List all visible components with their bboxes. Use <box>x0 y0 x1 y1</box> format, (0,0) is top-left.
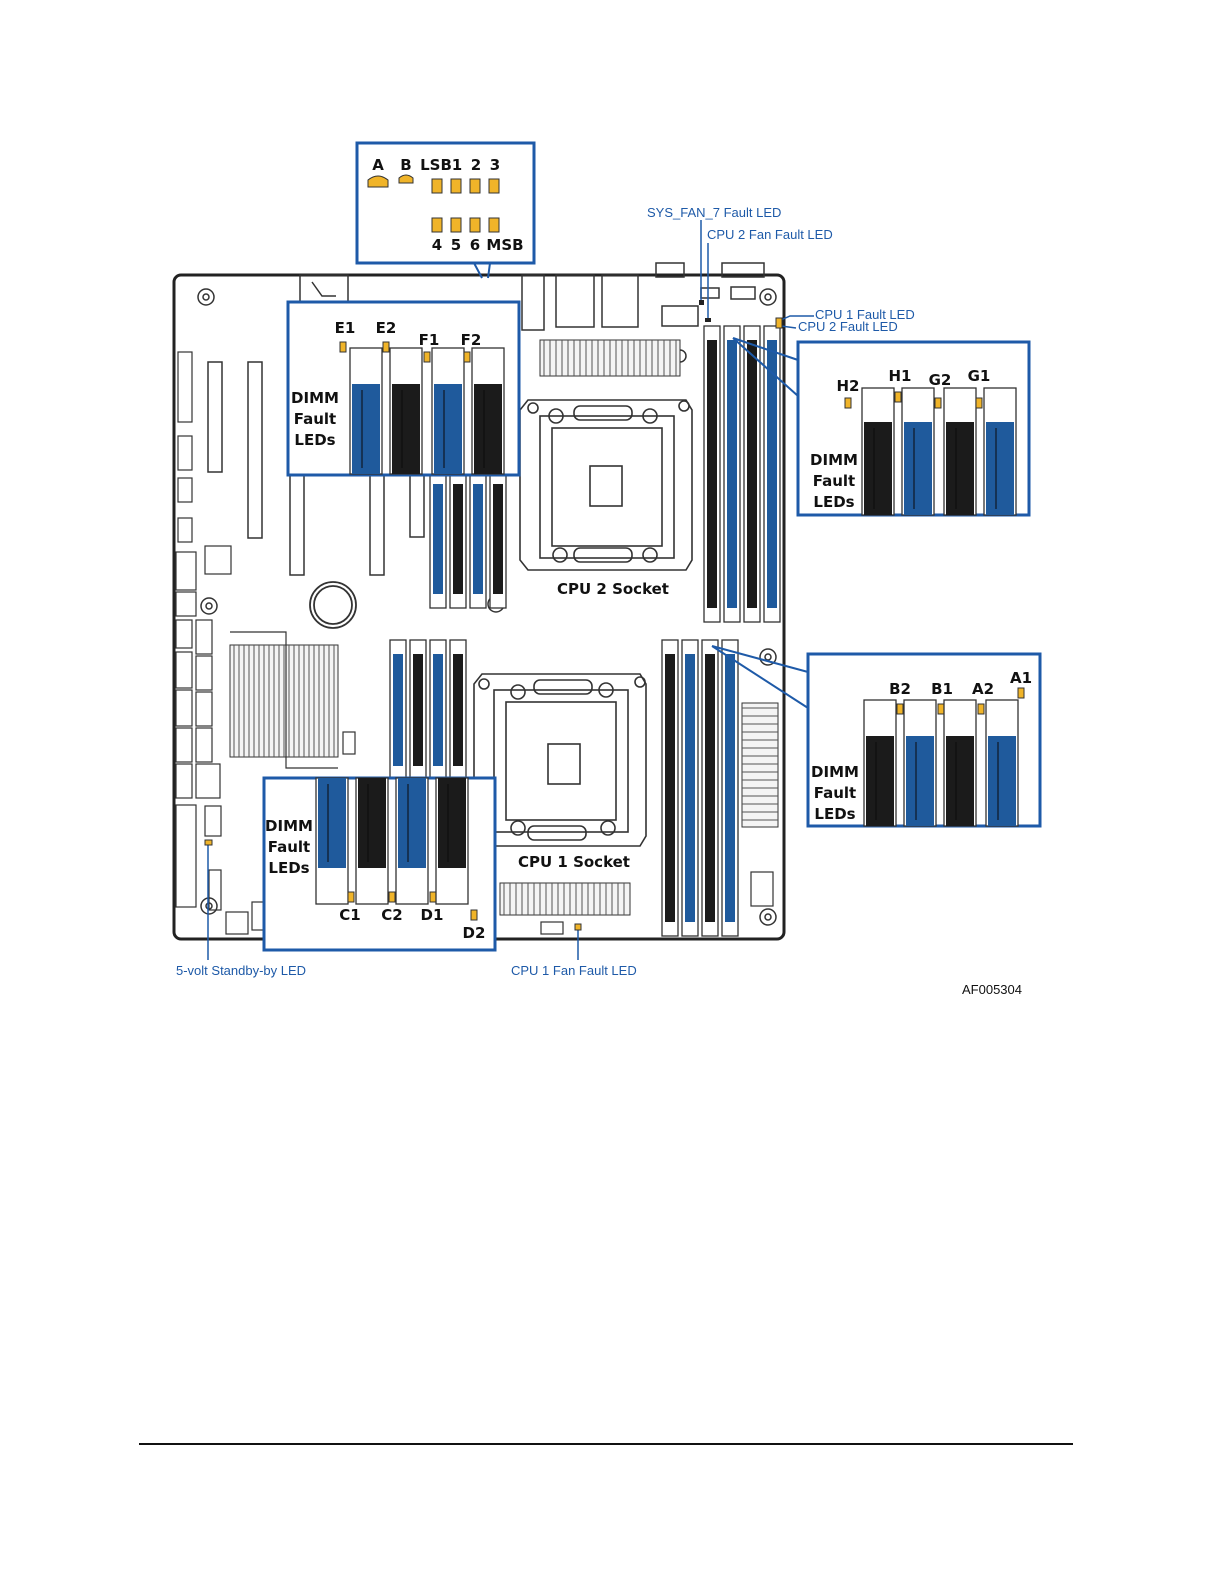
cpu2-fan-fault-led-label: CPU 2 Fan Fault LED <box>707 227 833 242</box>
dimm-fault-leds-title-line: LEDs <box>814 805 855 823</box>
post-label-5: 5 <box>451 236 461 254</box>
post-led-b <box>399 175 413 183</box>
post-led-a <box>368 176 388 187</box>
post-label-3: 3 <box>490 156 500 174</box>
dimm-fault-led-h2 <box>895 392 901 402</box>
post-led-bottom-0 <box>432 218 442 232</box>
dimm-label-c2: C2 <box>381 906 402 924</box>
board-slot-cpu1-right-1 <box>682 640 698 936</box>
figure-id: AF005304 <box>962 982 1022 997</box>
dimm-fault-led-d2 <box>471 910 477 920</box>
board-slot-cpu2-right-1 <box>724 326 740 622</box>
dimm-label-a2: A2 <box>972 680 994 698</box>
post-label-msb: MSB <box>486 236 523 254</box>
board-slot-cpu1-left-0 <box>390 640 406 780</box>
dimm-label-g2: G2 <box>929 371 952 389</box>
dimm-label-c1: C1 <box>339 906 360 924</box>
dimm-fault-leds-title-line: LEDs <box>268 859 309 877</box>
post-led-bottom-1 <box>451 218 461 232</box>
post-label-6: 6 <box>470 236 480 254</box>
footer-rule <box>139 1443 1073 1445</box>
heatsink-bottom <box>500 883 630 915</box>
board-slot-cpu1-right-0 <box>662 640 678 936</box>
dimm-label-f1: F1 <box>419 331 440 349</box>
dimm-fault-led-c2 <box>389 892 395 902</box>
dimm-fault-led-a2 <box>978 704 984 714</box>
cpu2-socket-label: CPU 2 Socket <box>557 580 669 598</box>
dimm-fault-led-e1 <box>340 342 346 352</box>
post-led-top-0 <box>432 179 442 193</box>
dimm-fault-leds-title-line: Fault <box>813 472 855 490</box>
dimm-label-h1: H1 <box>889 367 912 385</box>
dimm-fault-led-f1 <box>424 352 430 362</box>
dimm-label-g1: G1 <box>968 367 991 385</box>
dimm-fault-led-b1 <box>938 704 944 714</box>
cpu2-fault-led-label: CPU 2 Fault LED <box>798 319 898 334</box>
board-slot-cpu1-left-3 <box>450 640 466 780</box>
dimm-fault-leds-title-line: DIMM <box>811 763 859 781</box>
dimm-label-a1: A1 <box>1010 669 1032 687</box>
board-slot-cpu2-left-2 <box>470 470 486 608</box>
dimm-fault-leds-title-line: DIMM <box>810 451 858 469</box>
dimm-fault-leds-title-line: Fault <box>294 410 336 428</box>
post-led-top-3 <box>489 179 499 193</box>
post-led-top-1 <box>451 179 461 193</box>
post-label-4: 4 <box>432 236 442 254</box>
post-label-b: B <box>400 156 411 174</box>
dimm-fault-led-b2 <box>897 704 903 714</box>
board-slot-cpu2-right-0 <box>704 326 720 622</box>
dimm-fault-led-e2 <box>383 342 389 352</box>
dimm-fault-led-g2 <box>976 398 982 408</box>
dimm-fault-leds-title-line: LEDs <box>294 431 335 449</box>
board-slot-cpu2-right-2 <box>744 326 760 622</box>
post-led-bottom-2 <box>470 218 480 232</box>
vrm-right <box>742 703 778 827</box>
board-slot-cpu1-left-1 <box>410 640 426 780</box>
board-slot-cpu1-right-3 <box>722 640 738 936</box>
board-slot-cpu1-right-2 <box>702 640 718 936</box>
cpu1-fan-fault-led-label: CPU 1 Fan Fault LED <box>511 963 637 978</box>
post-label-lsb: LSB <box>420 156 452 174</box>
post-label-a: A <box>372 156 384 174</box>
dimm-label-b2: B2 <box>889 680 911 698</box>
dimm-fault-led-h1 <box>935 398 941 408</box>
dimm-fault-led-c1 <box>348 892 354 902</box>
dimm-fault-leds-title-line: Fault <box>268 838 310 856</box>
board-slot-cpu2-left-1 <box>450 470 466 608</box>
post-led-bottom-3 <box>489 218 499 232</box>
dimm-fault-led-a1 <box>1018 688 1024 698</box>
sys-fan7-fault-led-label: SYS_FAN_7 Fault LED <box>647 205 781 220</box>
board-slot-cpu1-left-2 <box>430 640 446 780</box>
dimm-callout-cpu2-left: DIMM FaultLEDs E1 E2F1 F2 <box>288 302 519 475</box>
board-slot-cpu2-left-0 <box>430 470 446 608</box>
post-label-1: 1 <box>452 156 462 174</box>
board-slot-cpu2-right-3 <box>764 326 780 622</box>
dimm-fault-leds-title-line: LEDs <box>813 493 854 511</box>
dimm-fault-leds-title-line: DIMM <box>265 817 313 835</box>
dimm-label-d2: D2 <box>463 924 486 942</box>
dimm-label-d1: D1 <box>421 906 444 924</box>
dimm-fault-leds-title-line: Fault <box>814 784 856 802</box>
post-label-2: 2 <box>471 156 481 174</box>
dimm-label-b1: B1 <box>931 680 953 698</box>
dimm-fault-led-f2 <box>464 352 470 362</box>
dimm-fault-led-g1 <box>845 398 851 408</box>
dimm-label-f2: F2 <box>461 331 482 349</box>
dimm-label-h2: H2 <box>837 377 860 395</box>
dimm-fault-leds-title-line: DIMM <box>291 389 339 407</box>
dimm-label-e1: E1 <box>335 319 356 337</box>
standby-led-label: 5-volt Standby-by LED <box>176 963 306 978</box>
post-led-top-2 <box>470 179 480 193</box>
dimm-label-e2: E2 <box>376 319 397 337</box>
cpu1-socket-label: CPU 1 Socket <box>518 853 630 871</box>
dimm-fault-led-d1 <box>430 892 436 902</box>
board-slot-cpu2-left-3 <box>490 470 506 608</box>
